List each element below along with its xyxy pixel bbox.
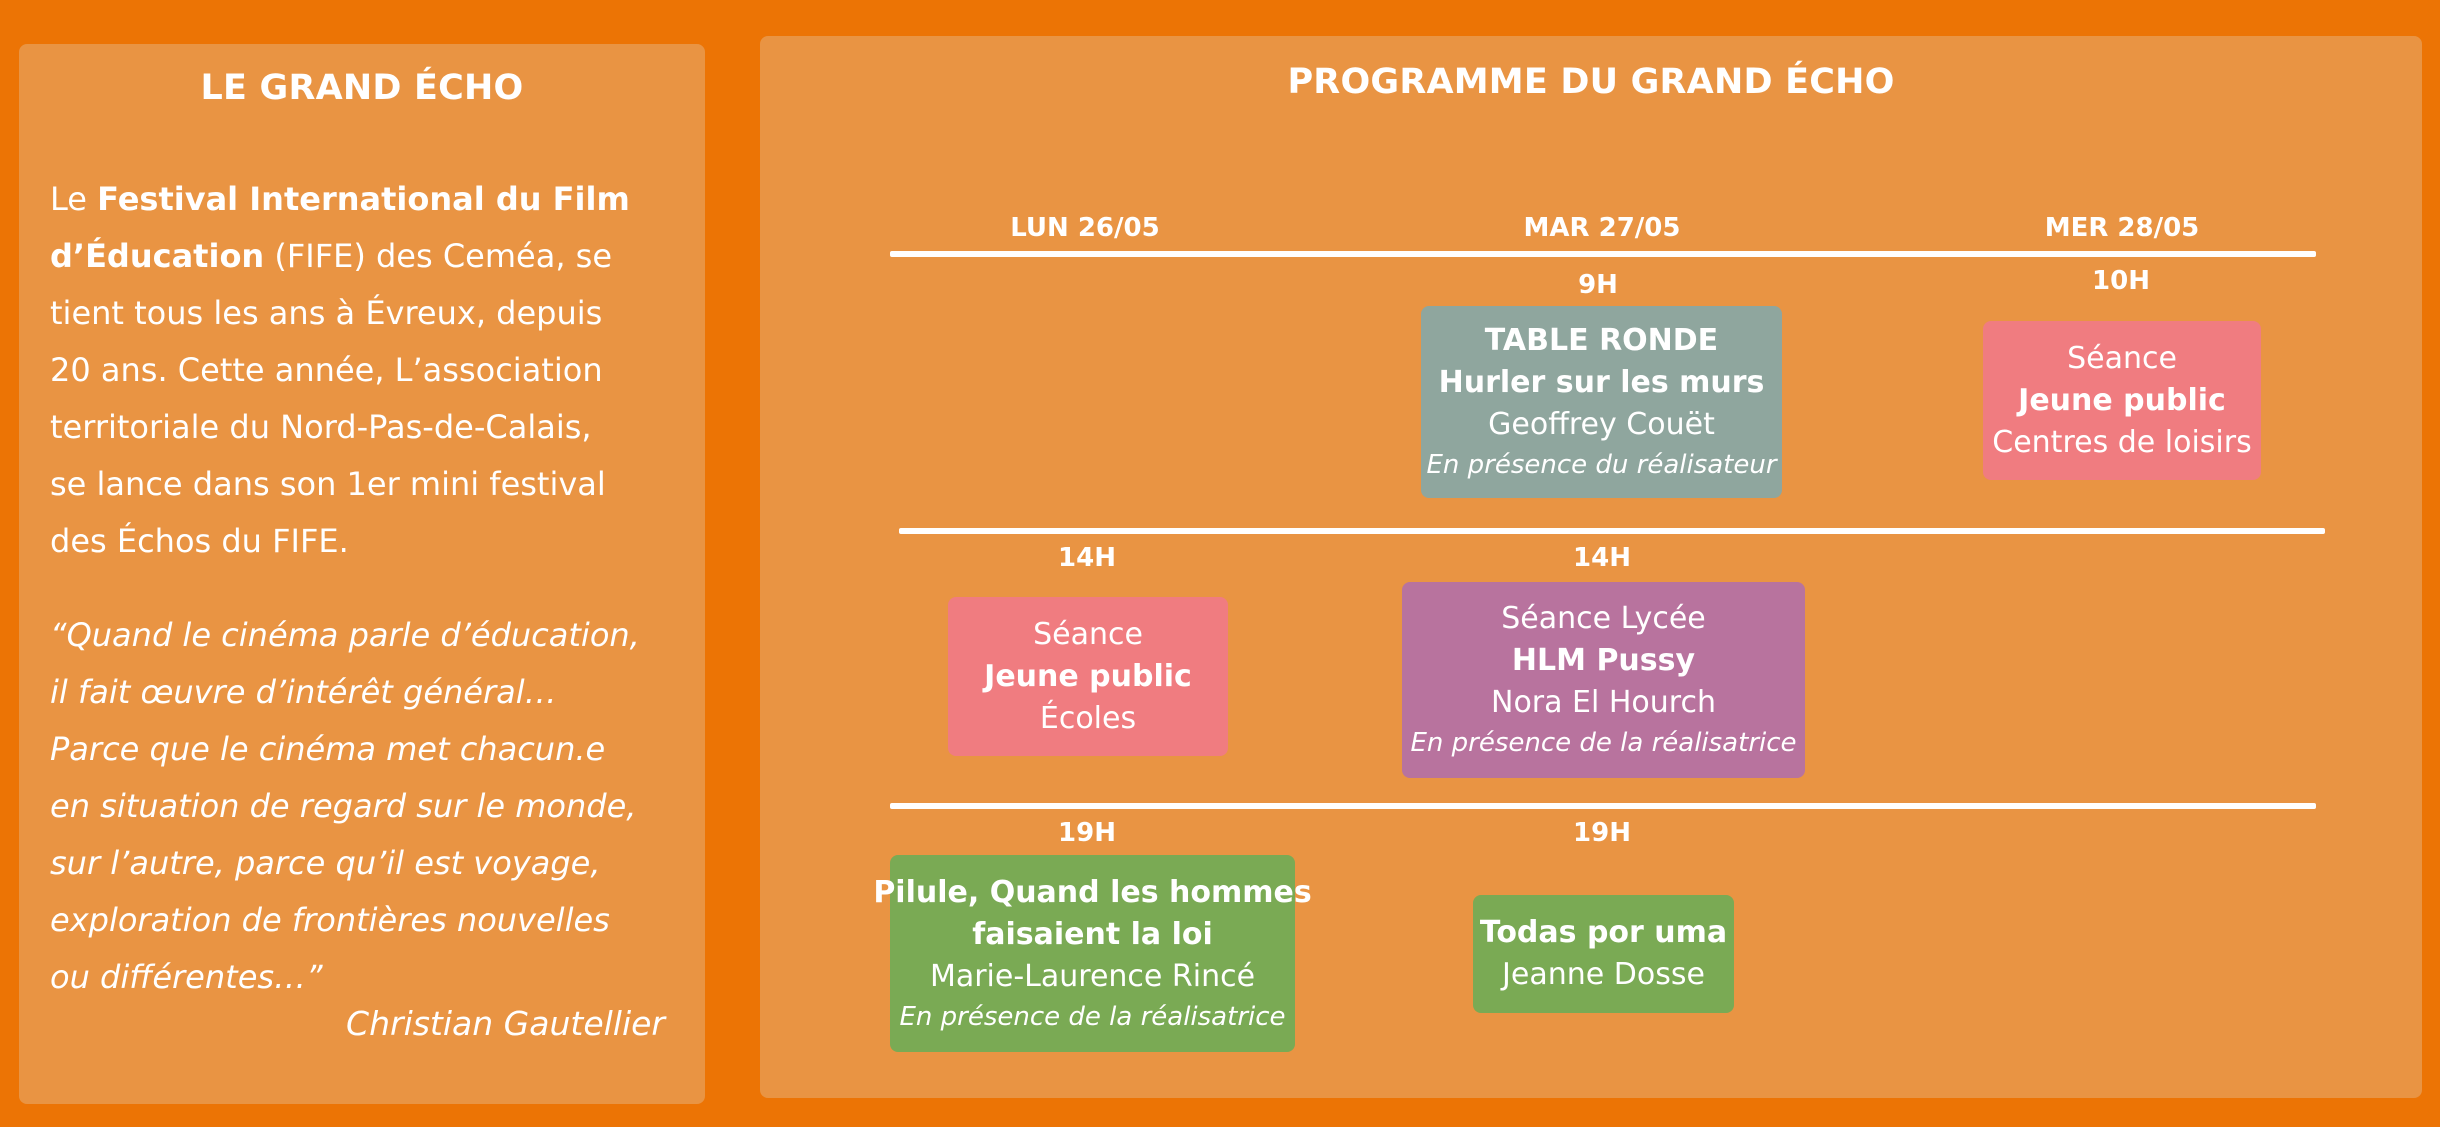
event-film-title: Pilule, Quand les hommes: [873, 874, 1312, 910]
event-card-jeune-public-wednesday[interactable]: Séance Jeune public Centres de loisirs: [1983, 321, 2261, 480]
intro-title: LE GRAND ÉCHO: [200, 68, 524, 108]
event-film-title: Todas por uma: [1479, 915, 1728, 950]
event-director: Geoffrey Couët: [1488, 407, 1715, 442]
day-header-tuesday: MAR 27/05: [1523, 213, 1681, 243]
time-label-tue-evening: 19H: [1573, 818, 1631, 848]
event-note: En présence de la réalisatrice: [1410, 728, 1797, 758]
festival-name: Festival International du Film d’Éducati…: [50, 180, 630, 275]
schedule-divider-top: [890, 251, 2316, 257]
time-label-mon-afternoon: 14H: [1058, 543, 1116, 573]
event-card-seance-lycee[interactable]: Séance Lycée HLM Pussy Nora El Hourch En…: [1402, 582, 1805, 778]
event-type: Séance Lycée: [1501, 601, 1706, 636]
event-audience: Jeune public: [984, 658, 1192, 694]
schedule-divider-bottom: [890, 803, 2316, 809]
quote-author: Christian Gautellier: [346, 1004, 665, 1043]
event-note: En présence de la réalisatrice: [899, 1001, 1286, 1032]
event-audience: Jeune public: [2018, 382, 2226, 418]
event-director: Marie-Laurence Rincé: [929, 958, 1256, 994]
event-card-todas-por-uma[interactable]: Todas por uma Jeanne Dosse: [1473, 895, 1734, 1013]
event-type: TABLE RONDE: [1484, 323, 1719, 358]
quote-text: “Quand le cinéma parle d’éducation, il f…: [50, 616, 640, 996]
event-card-table-ronde[interactable]: TABLE RONDE Hurler sur les murs Geoffrey…: [1421, 306, 1782, 498]
event-note: En présence du réalisateur: [1426, 450, 1777, 480]
time-label-tue-afternoon: 14H: [1573, 543, 1631, 573]
event-type: Séance: [2067, 340, 2177, 376]
event-card-jeune-public-monday[interactable]: Séance Jeune public Écoles: [948, 597, 1228, 756]
event-card-pilule[interactable]: Pilule, Quand les hommes faisaient la lo…: [873, 855, 1312, 1052]
intro-text: Le Festival International du Film d’Éduc…: [50, 171, 700, 570]
day-header-monday: LUN 26/05: [1010, 213, 1160, 243]
day-header-wednesday: MER 28/05: [2044, 213, 2200, 243]
event-venue: Écoles: [1039, 700, 1137, 736]
event-film-title: Hurler sur les murs: [1438, 365, 1765, 400]
time-label-tue-morning: 9H: [1578, 270, 1618, 300]
event-film-title: HLM Pussy: [1511, 643, 1696, 678]
event-venue: Centres de loisirs: [1992, 424, 2252, 460]
program-title: PROGRAMME DU GRAND ÉCHO: [1287, 62, 1895, 102]
schedule-divider-middle: [899, 528, 2325, 534]
time-label-mon-evening: 19H: [1058, 818, 1116, 848]
intro-prefix: Le: [50, 180, 98, 218]
event-director: Nora El Hourch: [1491, 685, 1716, 720]
intro-rest: (FIFE) des Ceméa, se tient tous les ans …: [50, 237, 613, 560]
time-label-wed-morning: 10H: [2092, 266, 2150, 296]
event-director: Jeanne Dosse: [1502, 957, 1705, 992]
event-type: Séance: [1033, 616, 1143, 652]
event-film-title-cont: faisaient la loi: [972, 916, 1213, 952]
intro-panel: LE GRAND ÉCHO Le Festival International …: [19, 44, 705, 1104]
